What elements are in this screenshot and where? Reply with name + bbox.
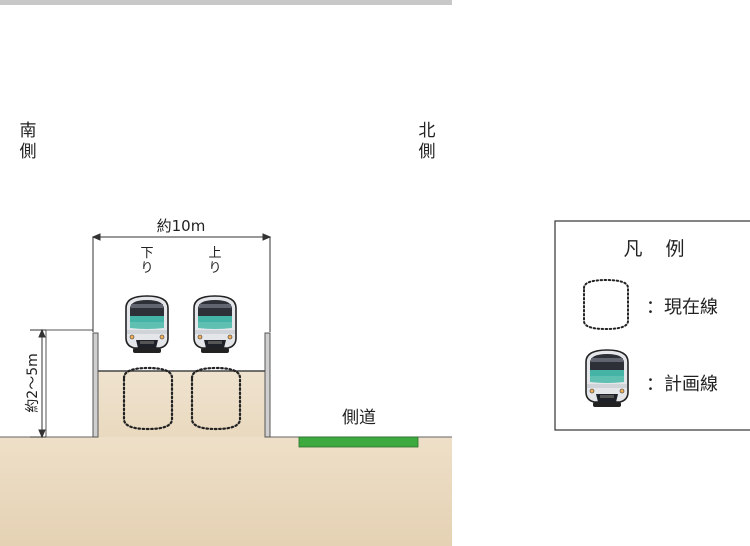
- width-dimension: [91, 233, 272, 332]
- pit-left-wall: [92, 332, 99, 438]
- side-road: [298, 436, 419, 448]
- width-label: 約10m: [157, 217, 206, 235]
- legend-planned-label: ：計画線: [646, 374, 718, 395]
- dotted-tunnel-outline-icon: [583, 278, 629, 331]
- legend-title-1: 凡: [623, 238, 642, 260]
- south-label-1: 南: [20, 121, 37, 141]
- legend: 凡 例 ：現在線 ：計画線: [554, 220, 750, 431]
- pit-right-wall: [264, 332, 271, 438]
- up-track-label-1: 上: [208, 246, 221, 261]
- legend-existing-label: ：現在線: [646, 297, 718, 318]
- existing-tunnel-left: [122, 366, 174, 431]
- depth-label: 約2～5m: [25, 353, 41, 412]
- top-bar: [0, 0, 452, 5]
- train-front-icon: [193, 295, 237, 354]
- ground: [0, 437, 452, 546]
- depth-dimension: [30, 328, 46, 439]
- south-label-2: 側: [20, 142, 37, 162]
- north-label-2: 側: [419, 142, 436, 162]
- side-road-label: 側道: [342, 408, 376, 428]
- down-track-label-2: り: [140, 261, 153, 276]
- existing-tunnel-right: [190, 366, 242, 431]
- down-track-label-1: 下: [140, 246, 153, 261]
- train-front-icon: [585, 349, 629, 408]
- legend-title-2: 例: [665, 238, 684, 260]
- up-track-label-2: り: [208, 261, 221, 276]
- north-label-1: 北: [419, 121, 436, 141]
- train-front-icon: [125, 295, 169, 354]
